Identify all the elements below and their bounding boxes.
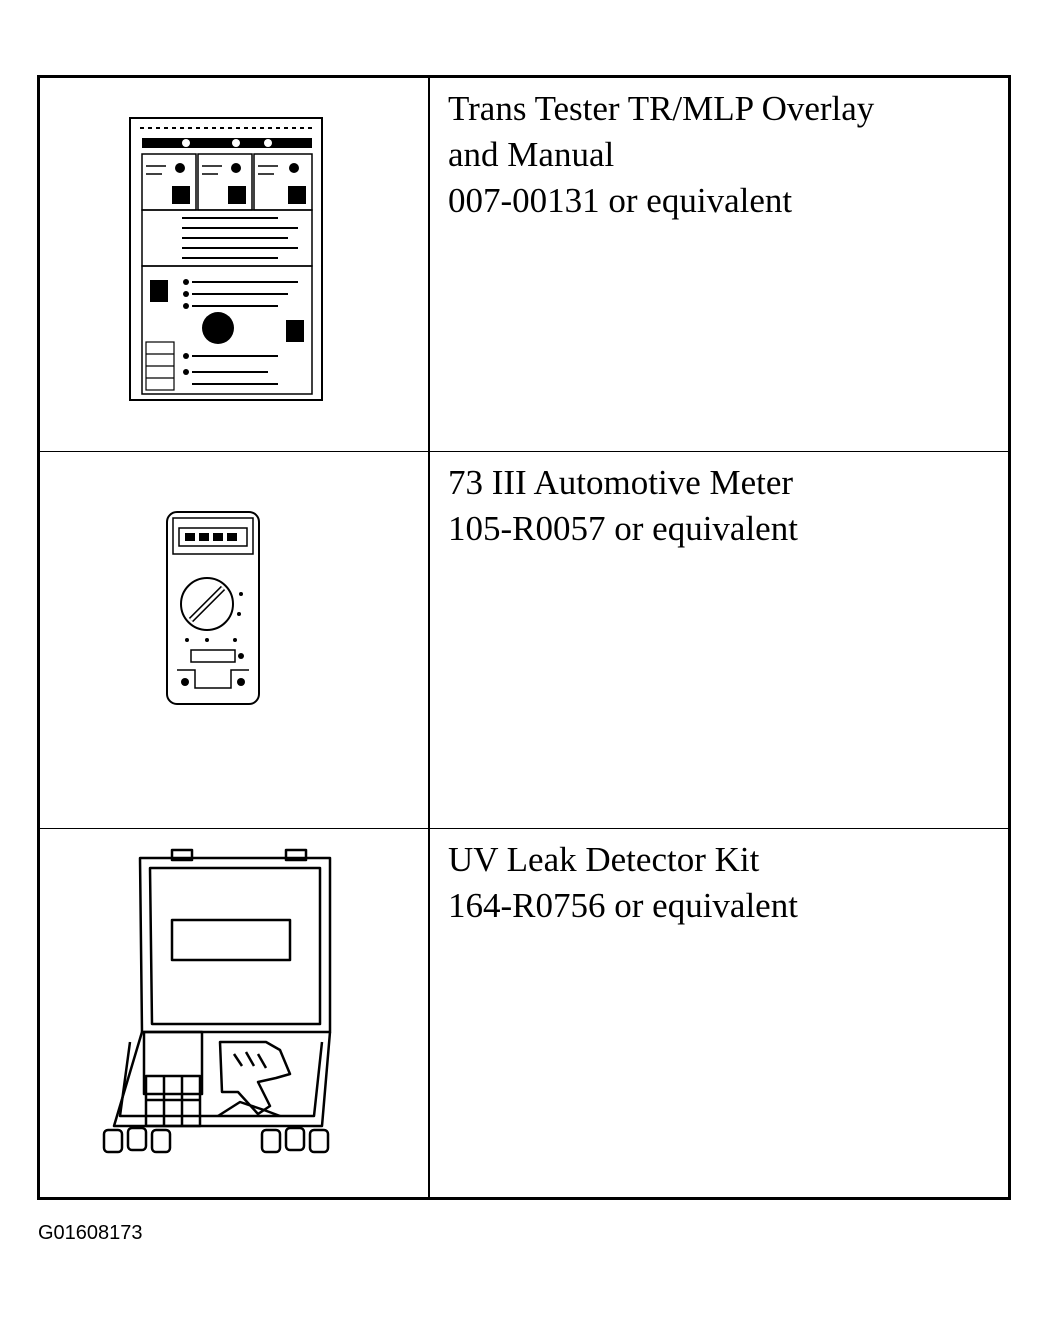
uv-leak-detector-kit-icon [102, 848, 332, 1154]
tester-overlay-sheet-icon [129, 117, 323, 401]
tool-name-line: UV Leak Detector Kit [448, 840, 760, 879]
tool-image-cell [40, 78, 428, 451]
multimeter-icon [166, 511, 260, 705]
tool-description: 73 III Automotive Meter 105-R0057 or equ… [448, 460, 998, 552]
tool-image-cell [40, 452, 428, 828]
tool-row: Trans Tester TR/MLP Overlay and Manual 0… [40, 78, 1008, 451]
tool-row: 73 III Automotive Meter 105-R0057 or equ… [40, 451, 1008, 828]
tool-description: Trans Tester TR/MLP Overlay and Manual 0… [448, 86, 998, 224]
part-number-line: 007-00131 or equivalent [448, 181, 793, 220]
tool-image-cell [40, 829, 428, 1197]
part-number-line: 164-R0756 or equivalent [448, 886, 798, 925]
tool-name-line: 73 III Automotive Meter [448, 463, 794, 502]
tool-name-line: Trans Tester TR/MLP Overlay [448, 89, 875, 128]
part-number-line: 105-R0057 or equivalent [448, 509, 798, 548]
tool-description: UV Leak Detector Kit 164-R0756 or equiva… [448, 837, 998, 929]
tool-row: UV Leak Detector Kit 164-R0756 or equiva… [40, 828, 1008, 1197]
tool-table: Trans Tester TR/MLP Overlay and Manual 0… [37, 75, 1011, 1200]
figure-id: G01608173 [38, 1222, 143, 1244]
tool-name-line: and Manual [448, 135, 615, 174]
column-divider [428, 78, 430, 1197]
